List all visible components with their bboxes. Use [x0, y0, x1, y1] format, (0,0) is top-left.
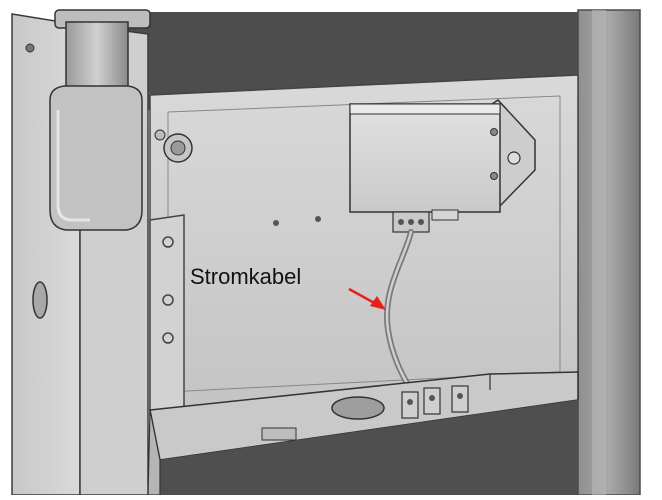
mounting-hole — [273, 220, 279, 226]
cable-passthrough — [331, 396, 385, 420]
hinge — [49, 9, 151, 231]
left-rail — [149, 214, 185, 416]
annotation-arrow — [348, 287, 386, 310]
rail-hole — [162, 332, 174, 344]
cabinet-right-wall — [577, 9, 641, 496]
bottom-tray — [147, 371, 579, 496]
terminal-clips — [401, 385, 469, 419]
rail-hole — [162, 294, 174, 306]
electrical-box — [349, 99, 536, 233]
door-latch-hole — [32, 281, 48, 319]
cable-label: Stromkabel — [190, 264, 302, 289]
rail-hole — [162, 236, 174, 248]
mounting-hole — [315, 216, 321, 222]
